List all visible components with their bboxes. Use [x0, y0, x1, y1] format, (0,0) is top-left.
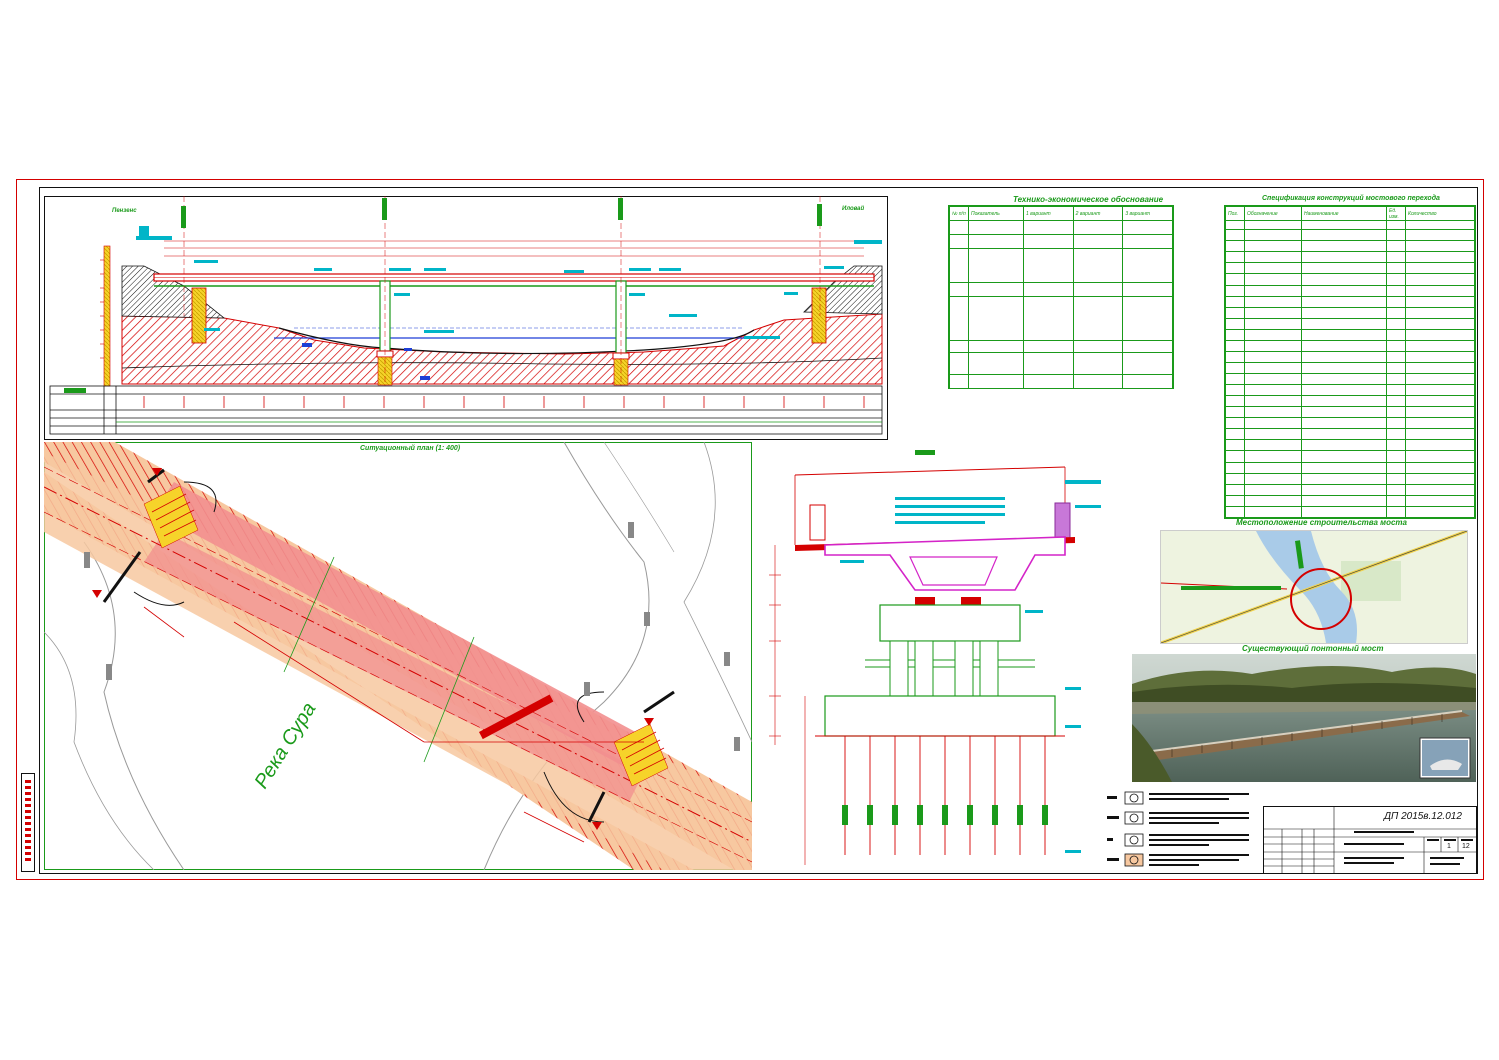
legend [1105, 788, 1255, 872]
cross-section-panel [765, 445, 1105, 870]
bridge-profile-drawing [44, 196, 888, 440]
location-title: Местоположение строительства моста [1236, 518, 1407, 527]
mat-col-qty: Количество [1405, 205, 1475, 222]
mat-col-designation: Обозначение [1244, 205, 1302, 222]
profile-left-label: Пензенс [112, 208, 137, 214]
tech-col-v3: 3 вариант [1122, 206, 1173, 221]
sheet-number: 1 [1447, 843, 1451, 850]
tech-col-v1: 1 вариант [1023, 206, 1074, 221]
pier-left [376, 196, 394, 386]
pontoon-bridge-photo [1132, 654, 1476, 782]
plan-title: Ситуационный план (1: 400) [360, 445, 461, 452]
materials-table: Поз. Обозначение Наименование Ед. изм. К… [1224, 205, 1476, 519]
sheets-total: 12 [1462, 843, 1470, 850]
materials-table-title: Спецификация конструкций мостового перех… [1262, 195, 1440, 202]
cross-section-drawing [769, 450, 1101, 865]
photo-title: Существующий понтонный мост [1242, 644, 1384, 653]
location-map [1160, 530, 1468, 644]
situation-plan-drawing [44, 442, 752, 870]
profile-panel: Пензенс Иловай [44, 196, 888, 440]
tech-col-no: № п/п [949, 206, 969, 221]
profile-right-label: Иловай [842, 206, 865, 212]
tech-table-title: Технико-экономическое обоснование [1013, 195, 1164, 204]
mat-col-pos: Поз. [1225, 205, 1245, 222]
binding-strip [21, 773, 35, 872]
mat-col-unit: Ед. изм. [1386, 205, 1406, 222]
title-block: ДП 2015в.12.012 1 12 [1263, 806, 1477, 874]
sheet-inner-frame [39, 187, 1478, 874]
situation-plan-panel: Ситуационный план (1: 400) Река Сура [44, 442, 752, 870]
document-number: ДП 2015в.12.012 [1384, 811, 1462, 822]
tech-col-v2: 2 вариант [1072, 206, 1124, 221]
sheet-outer-frame [16, 179, 1484, 880]
mat-col-name: Наименование [1301, 205, 1387, 222]
pier-right [612, 196, 630, 386]
tech-col-indicator: Показатель [968, 206, 1024, 221]
tech-table: № п/п Показатель 1 вариант 2 вариант 3 в… [948, 205, 1174, 389]
